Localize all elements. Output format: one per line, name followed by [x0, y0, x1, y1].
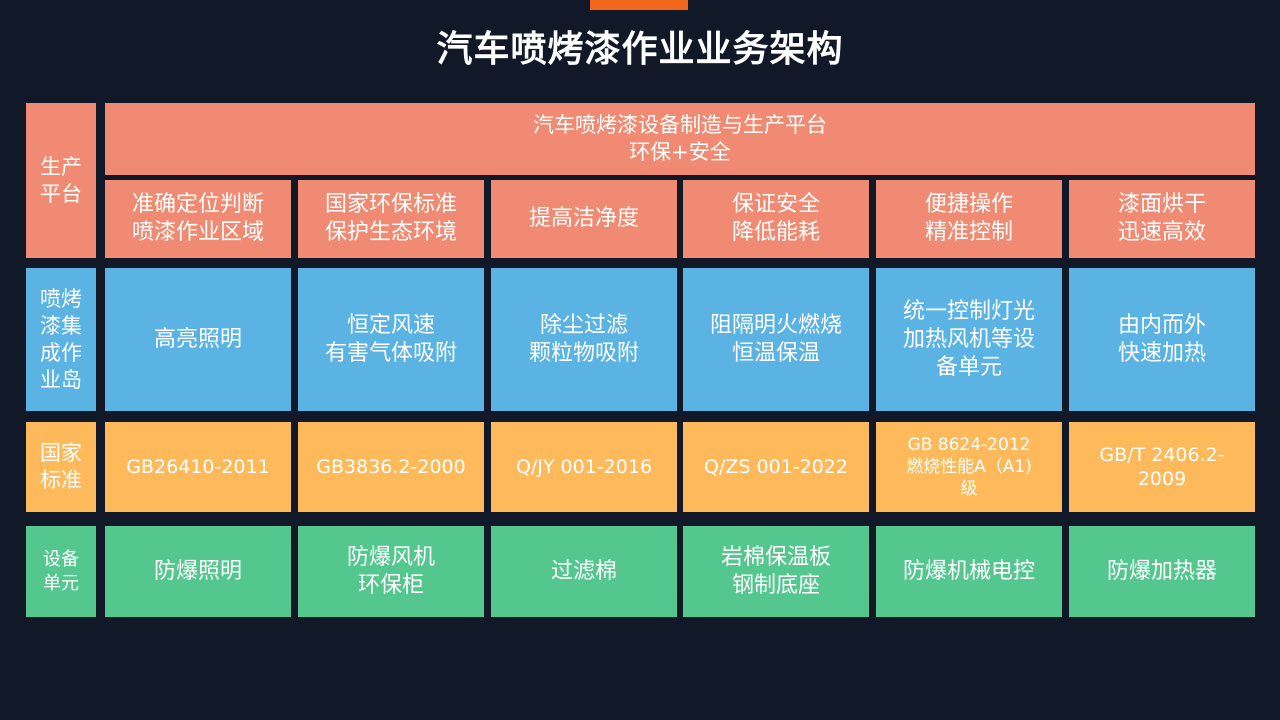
standard-cell-4: Q/ZS 001-2022: [683, 422, 869, 512]
equipment-cell-1-line: 防爆照明: [153, 558, 242, 584]
island-cell-6: 由内而外快速加热: [1069, 268, 1255, 411]
island-cell-1: 高亮照明: [105, 268, 291, 411]
island-cell-5-line: 加热风机等设: [902, 326, 1035, 352]
equipment-row-label-line: 设备: [43, 548, 79, 570]
platform-row-label-line: 平台: [40, 181, 82, 206]
standard-row-label-line: 国家: [40, 441, 82, 465]
standard-cell-3: Q/JY 001-2016: [491, 422, 677, 512]
island-row-label-line: 漆集: [40, 313, 82, 338]
standard-cell-6-line: 2009: [1137, 468, 1187, 490]
equipment-cell-2: 防爆风机环保柜: [298, 526, 484, 617]
island-cell-5-line: 备单元: [935, 354, 1002, 380]
standard-cell-1: GB26410-2011: [105, 422, 291, 512]
platform-banner-line: 环保+安全: [629, 140, 731, 164]
equipment-cell-2-line: 防爆风机: [346, 544, 435, 570]
standard-cell-5-line: GB 8624-2012: [907, 435, 1031, 455]
equipment-cell-2-line: 环保柜: [357, 572, 424, 598]
equipment-cell-4-line: 岩棉保温板: [720, 544, 831, 570]
island-cell-6-line: 由内而外: [1117, 312, 1206, 338]
platform-cell-6-line: 漆面烘干: [1117, 192, 1206, 217]
island-cell-4: 阻隔明火燃烧恒温保温: [683, 268, 869, 411]
standard-cell-3-line: Q/JY 001-2016: [515, 456, 653, 478]
platform-cell-6: 漆面烘干迅速高效: [1069, 180, 1255, 258]
island-cell-2-line: 有害气体吸附: [324, 340, 457, 366]
standard-cell-4-line: Q/ZS 001-2022: [704, 456, 848, 478]
equipment-cell-3: 过滤棉: [491, 526, 677, 617]
standard-row-label: 国家标准: [26, 422, 96, 512]
equipment-cell-6-line: 防爆加热器: [1106, 558, 1217, 584]
platform-cell-5-line: 便捷操作: [924, 192, 1013, 217]
page-title: 汽车喷烤漆作业业务架构: [436, 29, 844, 70]
equipment-cell-1: 防爆照明: [105, 526, 291, 617]
equipment-row-label-line: 单元: [43, 572, 79, 594]
platform-cell-4-line: 降低能耗: [731, 220, 820, 245]
platform-cell-6-line: 迅速高效: [1117, 220, 1206, 245]
standard-cell-2: GB3836.2-2000: [298, 422, 484, 512]
accent-bar: [590, 0, 688, 10]
standard-cell-5-line: 级: [960, 479, 978, 499]
island-cell-5-line: 统一控制灯光: [902, 298, 1035, 324]
platform-cell-2-line: 保护生态环境: [324, 220, 457, 245]
island-cell-3-line: 除尘过滤: [539, 312, 628, 338]
island-row-label-line: 成作: [40, 340, 82, 365]
platform-cell-1: 准确定位判断喷漆作业区域: [105, 180, 291, 258]
standard-cell-6-line: GB/T 2406.2-: [1099, 444, 1225, 466]
island-cell-4-line: 阻隔明火燃烧: [709, 312, 842, 338]
island-row-label: 喷烤漆集成作业岛: [26, 268, 96, 411]
island-cell-6-line: 快速加热: [1117, 340, 1206, 366]
platform-banner: 汽车喷烤漆设备制造与生产平台环保+安全: [105, 103, 1255, 175]
platform-cell-1-line: 喷漆作业区域: [131, 220, 264, 245]
island-cell-4-line: 恒温保温: [731, 340, 820, 366]
standard-cell-6: GB/T 2406.2-2009: [1069, 422, 1255, 512]
island-row-label-line: 业岛: [40, 367, 82, 392]
equipment-cell-5-line: 防爆机械电控: [902, 558, 1035, 584]
standard-cell-2-line: GB3836.2-2000: [316, 456, 466, 478]
platform-cell-4: 保证安全降低能耗: [683, 180, 869, 258]
island-cell-3-line: 颗粒物吸附: [528, 340, 639, 366]
equipment-cell-4-line: 钢制底座: [731, 572, 820, 598]
platform-cell-1-line: 准确定位判断: [131, 192, 264, 217]
platform-cell-2-line: 国家环保标准: [324, 192, 457, 217]
platform-cell-5: 便捷操作精准控制: [876, 180, 1062, 258]
platform-banner-line: 汽车喷烤漆设备制造与生产平台: [533, 113, 827, 137]
island-row-label-line: 喷烤: [40, 286, 82, 311]
island-cell-2: 恒定风速有害气体吸附: [298, 268, 484, 411]
equipment-cell-3-line: 过滤棉: [550, 558, 617, 584]
equipment-row-label: 设备单元: [26, 526, 96, 617]
island-cell-1-line: 高亮照明: [153, 326, 242, 352]
island-cell-2-line: 恒定风速: [346, 312, 435, 338]
platform-cell-2: 国家环保标准保护生态环境: [298, 180, 484, 258]
equipment-cell-4: 岩棉保温板钢制底座: [683, 526, 869, 617]
platform-cell-5-line: 精准控制: [924, 220, 1013, 245]
equipment-cell-5: 防爆机械电控: [876, 526, 1062, 617]
platform-cell-4-line: 保证安全: [731, 192, 820, 217]
island-cell-3: 除尘过滤颗粒物吸附: [491, 268, 677, 411]
standard-row-label-line: 标准: [40, 468, 82, 492]
platform-cell-3-line: 提高洁净度: [528, 206, 639, 231]
standard-cell-5-line: 燃烧性能A（A1): [906, 457, 1032, 477]
standard-cell-1-line: GB26410-2011: [126, 456, 270, 478]
platform-row-label: 生产平台: [26, 103, 96, 258]
platform-row-label-line: 生产: [40, 154, 82, 179]
island-cell-5: 统一控制灯光加热风机等设备单元: [876, 268, 1062, 411]
equipment-cell-6: 防爆加热器: [1069, 526, 1255, 617]
platform-cell-3: 提高洁净度: [491, 180, 677, 258]
